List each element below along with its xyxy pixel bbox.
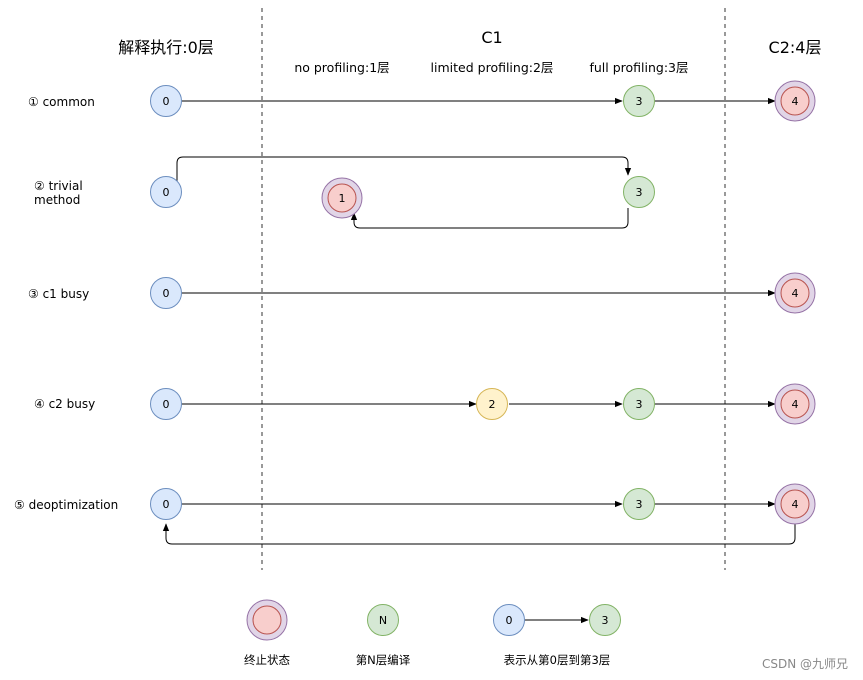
legend-terminal-symbol — [246, 599, 288, 641]
node-r2-level1-terminal: 1 — [321, 177, 363, 219]
node-r5-level4-terminal: 4 — [774, 483, 816, 525]
node-r2-level0: 0 — [150, 176, 182, 208]
svg-text:0: 0 — [163, 95, 170, 108]
svg-text:3: 3 — [636, 398, 643, 411]
node-r3-level0: 0 — [150, 277, 182, 309]
header-c2: C2:4层 — [769, 38, 822, 57]
legend-transition-to: 3 — [589, 604, 621, 636]
header-limited-profiling: limited profiling:2层 — [431, 60, 554, 75]
node-r4-level4-terminal: 4 — [774, 383, 816, 425]
svg-text:2: 2 — [489, 398, 496, 411]
legend-transition-from: 0 — [493, 604, 525, 636]
node-r3-level4-terminal: 4 — [774, 272, 816, 314]
svg-text:4: 4 — [792, 498, 799, 511]
watermark: CSDN @九师兄 — [762, 657, 848, 671]
header-full-profiling: full profiling:3层 — [589, 60, 688, 75]
legend-terminal-label: 终止状态 — [244, 653, 290, 667]
node-r2-level3: 3 — [623, 176, 655, 208]
node-r4-level2: 2 — [476, 388, 508, 420]
svg-text:0: 0 — [163, 186, 170, 199]
header-c1: C1 — [481, 28, 502, 47]
legend-transition-label: 表示从第0层到第3层 — [504, 653, 611, 667]
node-r1-level0: 0 — [150, 85, 182, 117]
svg-text:4: 4 — [792, 287, 799, 300]
node-r5-level3: 3 — [623, 488, 655, 520]
edge-r2-3-1 — [350, 208, 629, 229]
svg-text:3: 3 — [636, 95, 643, 108]
svg-text:3: 3 — [636, 498, 643, 511]
row-label-deoptimization: ⑤ deoptimization — [14, 498, 118, 512]
svg-text:4: 4 — [792, 95, 799, 108]
node-r4-level3: 3 — [623, 388, 655, 420]
svg-text:N: N — [379, 614, 387, 627]
row-label-common: ① common — [28, 95, 95, 109]
legend-nth-label: 第N层编译 — [356, 653, 411, 667]
header-interp: 解释执行:0层 — [118, 38, 214, 57]
row-label-c1-busy: ③ c1 busy — [28, 287, 89, 301]
svg-text:4: 4 — [792, 398, 799, 411]
edge-r2-0-3 — [176, 156, 632, 181]
svg-text:0: 0 — [163, 498, 170, 511]
edge-r5-4-0 — [162, 523, 796, 545]
node-r1-level4-terminal: 4 — [774, 80, 816, 122]
svg-text:0: 0 — [163, 398, 170, 411]
node-r5-level0: 0 — [150, 488, 182, 520]
svg-text:3: 3 — [636, 186, 643, 199]
node-r1-level3: 3 — [623, 85, 655, 117]
row-label-c2-busy: ④ c2 busy — [34, 397, 95, 411]
header-no-profiling: no profiling:1层 — [294, 60, 389, 75]
svg-text:1: 1 — [339, 192, 346, 205]
svg-text:0: 0 — [506, 614, 513, 627]
svg-text:3: 3 — [602, 614, 609, 627]
node-r4-level0: 0 — [150, 388, 182, 420]
svg-text:0: 0 — [163, 287, 170, 300]
legend-nth-symbol: N — [367, 604, 399, 636]
